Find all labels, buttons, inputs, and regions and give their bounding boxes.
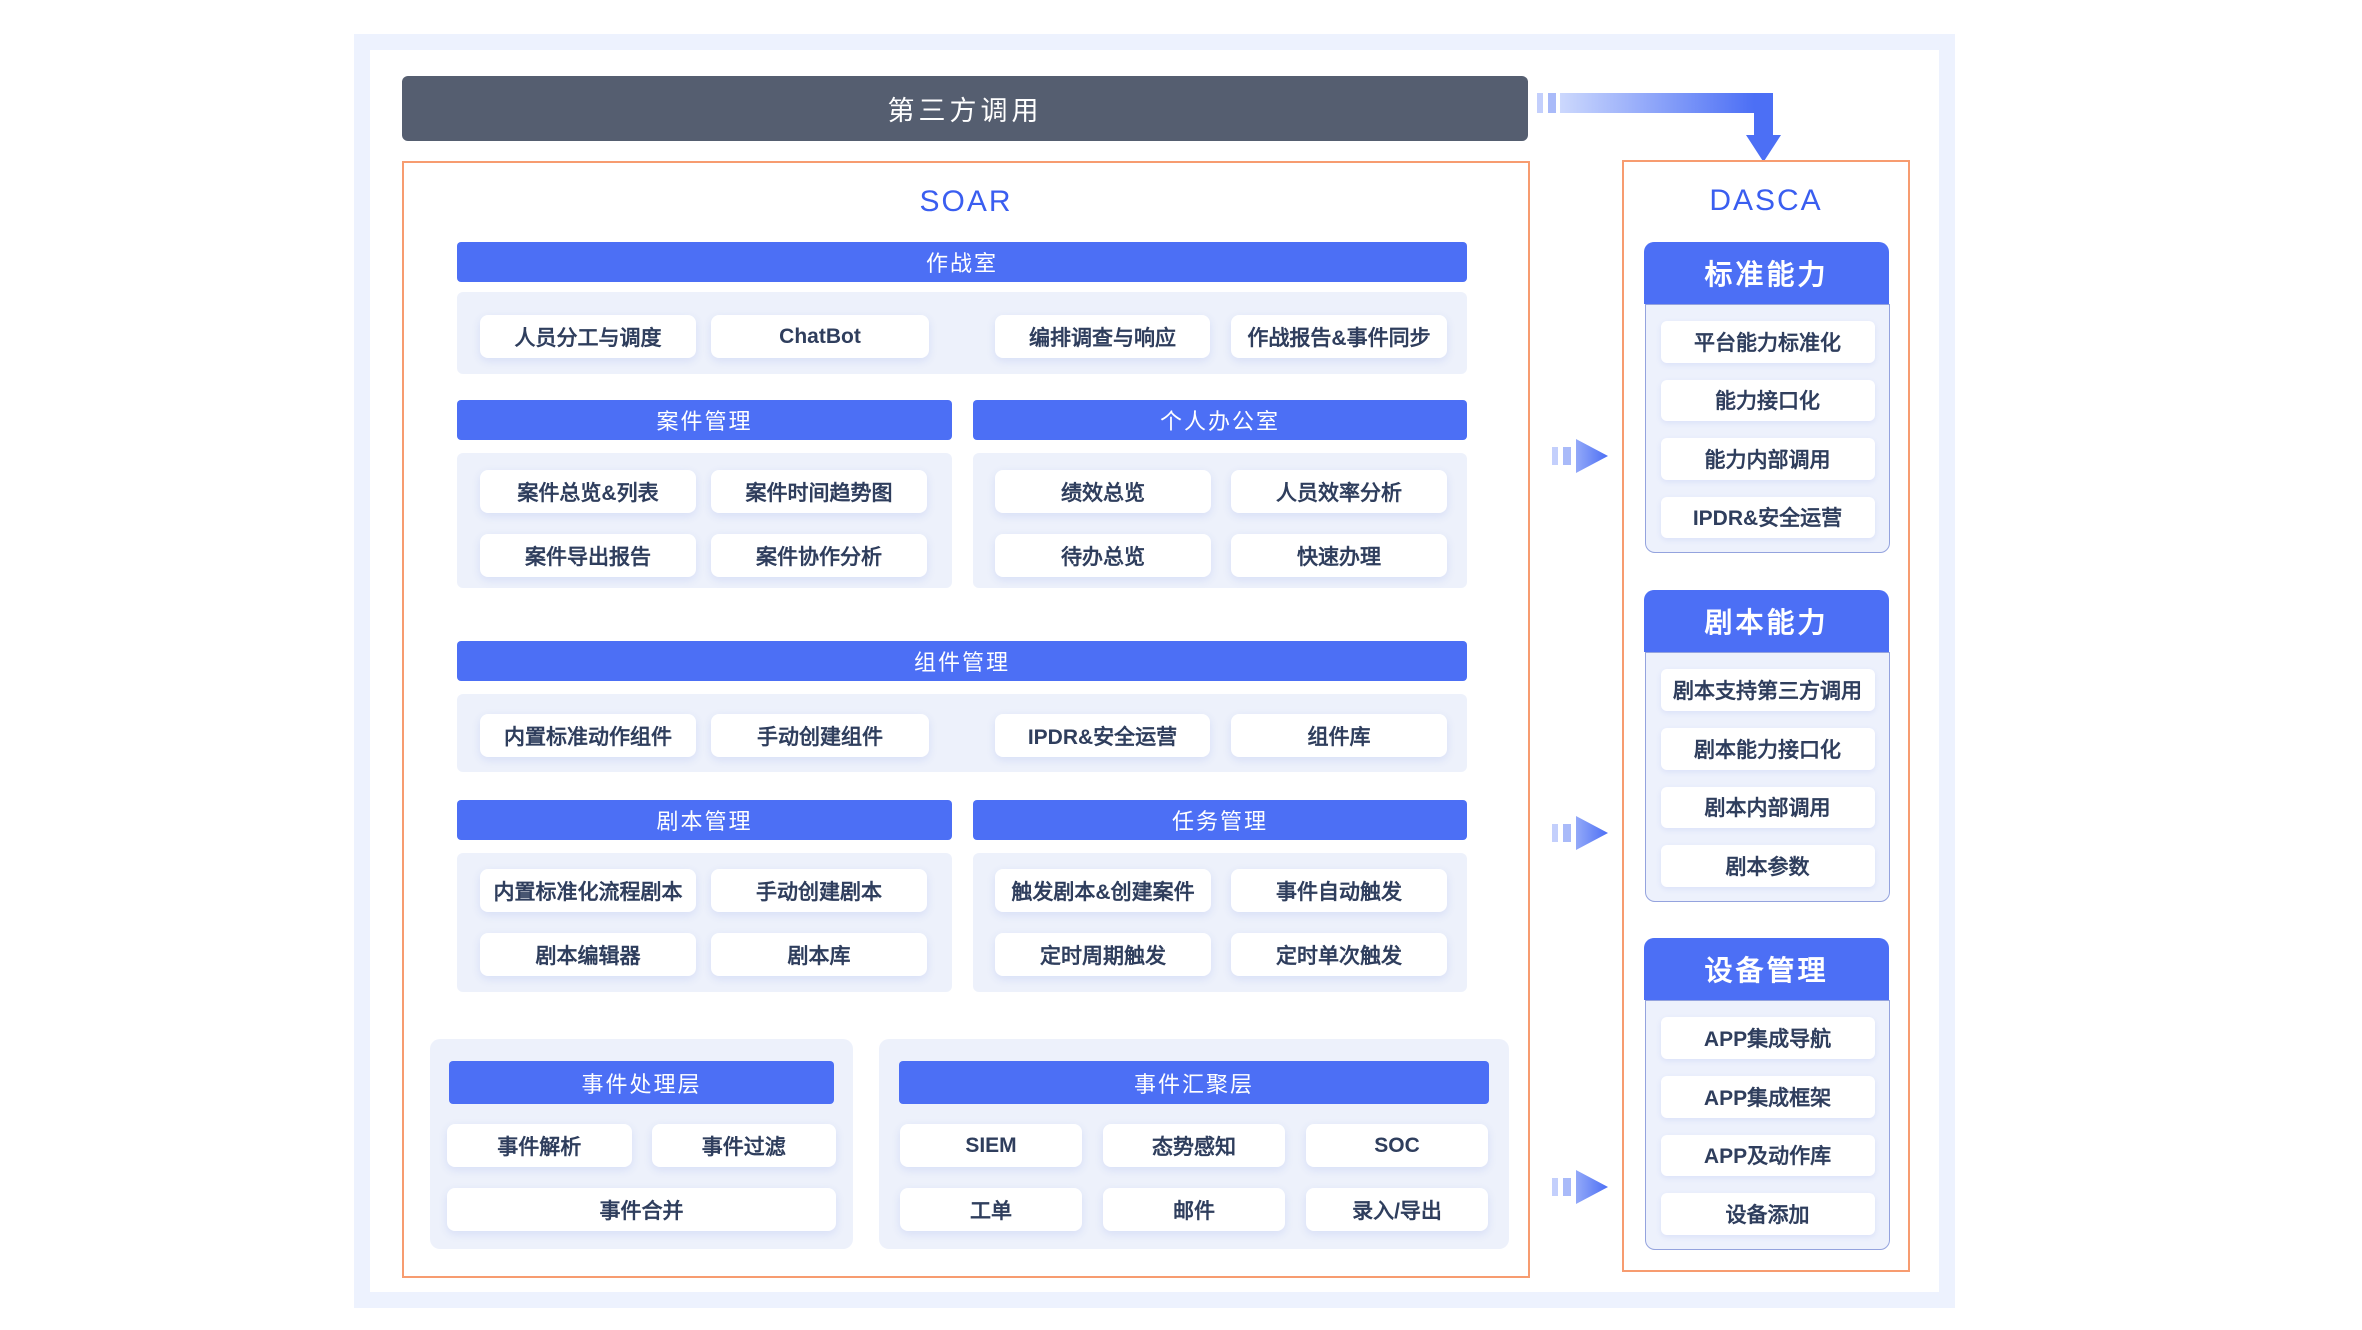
item-card: 组件库 xyxy=(1231,714,1447,757)
item-card: 人员分工与调度 xyxy=(480,315,696,358)
card-group: 内置标准动作组件 手动创建组件 xyxy=(480,714,929,772)
group-header-standard-capability: 标准能力 xyxy=(1644,242,1889,304)
item-card: 作战报告&事件同步 xyxy=(1231,315,1447,358)
dasca-box: DASCA 标准能力 平台能力标准化 能力接口化 能力内部调用 IPDR&安全运… xyxy=(1622,160,1910,1272)
item-card: APP及动作库 xyxy=(1660,1134,1875,1177)
section-panel-component-mgmt: 内置标准动作组件 手动创建组件 IPDR&安全运营 组件库 xyxy=(457,694,1467,772)
item-card: 手动创建剧本 xyxy=(711,869,927,912)
item-card: 录入/导出 xyxy=(1306,1188,1488,1231)
section-header-task-mgmt: 任务管理 xyxy=(973,800,1467,840)
card-group: 编排调查与响应 作战报告&事件同步 xyxy=(995,315,1447,374)
item-card: 剧本能力接口化 xyxy=(1660,727,1875,770)
item-card: IPDR&安全运营 xyxy=(995,714,1210,757)
card-group: 人员分工与调度 ChatBot xyxy=(480,315,929,374)
dasca-title: DASCA xyxy=(1709,184,1823,217)
third-party-call-bar: 第三方调用 xyxy=(402,76,1528,141)
item-card: SOC xyxy=(1306,1124,1488,1167)
item-card: 快速办理 xyxy=(1231,534,1447,577)
item-card: 事件自动触发 xyxy=(1231,869,1447,912)
group-panel-playbook-capability: 剧本支持第三方调用 剧本能力接口化 剧本内部调用 剧本参数 xyxy=(1645,652,1890,902)
soar-title: SOAR xyxy=(919,185,1013,218)
item-card: 剧本库 xyxy=(711,933,927,976)
section-header-playbook-mgmt: 剧本管理 xyxy=(457,800,952,840)
diagram-canvas: 第三方调用 xyxy=(370,50,1939,1292)
item-card: 剧本支持第三方调用 xyxy=(1660,669,1875,711)
item-card: SIEM xyxy=(900,1124,1082,1167)
item-card: 事件解析 xyxy=(447,1124,632,1167)
item-card: 触发剧本&创建案件 xyxy=(995,869,1211,912)
flow-arrow-right-icon xyxy=(1552,439,1608,473)
card-group: IPDR&安全运营 组件库 xyxy=(995,714,1447,772)
item-card: 手动创建组件 xyxy=(711,714,929,757)
item-card: 案件导出报告 xyxy=(480,534,696,577)
group-header-playbook-capability: 剧本能力 xyxy=(1644,590,1889,652)
item-card: 待办总览 xyxy=(995,534,1211,577)
item-card: 剧本内部调用 xyxy=(1660,786,1875,829)
flow-arrow-right-icon xyxy=(1552,816,1608,850)
item-card: 定时单次触发 xyxy=(1231,933,1447,976)
flow-arrow-right-icon xyxy=(1552,1170,1608,1204)
group-panel-device-mgmt: APP集成导航 APP集成框架 APP及动作库 设备添加 xyxy=(1645,1000,1890,1250)
item-card: 案件总览&列表 xyxy=(480,470,696,513)
section-panel-case-mgmt: 案件总览&列表 案件时间趋势图 案件导出报告 案件协作分析 xyxy=(457,453,952,588)
group-panel-standard-capability: 平台能力标准化 能力接口化 能力内部调用 IPDR&安全运营 xyxy=(1645,304,1890,553)
item-card: 能力接口化 xyxy=(1660,379,1875,421)
section-header-workroom: 作战室 xyxy=(457,242,1467,282)
item-card: 定时周期触发 xyxy=(995,933,1211,976)
section-panel-event-aggregation: 事件汇聚层 SIEM 态势感知 SOC 工单 邮件 录入/导出 xyxy=(879,1039,1509,1249)
item-card: 人员效率分析 xyxy=(1231,470,1447,513)
item-card: 设备添加 xyxy=(1660,1193,1875,1235)
item-card: IPDR&安全运营 xyxy=(1660,496,1875,538)
page-frame: 第三方调用 xyxy=(354,34,1955,1308)
item-card: 剧本参数 xyxy=(1660,845,1875,887)
item-card: 内置标准动作组件 xyxy=(480,714,696,757)
item-card: 平台能力标准化 xyxy=(1660,321,1875,363)
third-party-call-label: 第三方调用 xyxy=(887,96,1043,126)
item-card: ChatBot xyxy=(711,315,929,358)
section-panel-personal-office: 绩效总览 人员效率分析 待办总览 快速办理 xyxy=(973,453,1467,588)
section-panel-task-mgmt: 触发剧本&创建案件 事件自动触发 定时周期触发 定时单次触发 xyxy=(973,853,1467,992)
item-card: 剧本编辑器 xyxy=(480,933,696,976)
section-panel-playbook-mgmt: 内置标准化流程剧本 手动创建剧本 剧本编辑器 剧本库 xyxy=(457,853,952,992)
item-card: 案件时间趋势图 xyxy=(711,470,927,513)
soar-box: SOAR 作战室 人员分工与调度 ChatBot 编排调查与响应 作战报告&事件… xyxy=(402,161,1530,1278)
item-card: 事件合并 xyxy=(447,1188,836,1231)
item-card: 能力内部调用 xyxy=(1660,438,1875,480)
item-card: 案件协作分析 xyxy=(711,534,927,577)
item-card: 事件过滤 xyxy=(651,1124,836,1167)
item-card: 态势感知 xyxy=(1103,1124,1285,1167)
item-card: 绩效总览 xyxy=(995,470,1211,513)
item-card: 工单 xyxy=(900,1188,1082,1231)
item-card: APP集成框架 xyxy=(1660,1075,1875,1118)
item-card: 内置标准化流程剧本 xyxy=(480,869,696,912)
section-panel-event-processing: 事件处理层 事件解析 事件过滤 事件合并 xyxy=(430,1039,853,1249)
section-header-personal-office: 个人办公室 xyxy=(973,400,1467,440)
item-card: APP集成导航 xyxy=(1660,1017,1875,1059)
item-card: 编排调查与响应 xyxy=(995,315,1210,358)
section-header-case-mgmt: 案件管理 xyxy=(457,400,952,440)
item-card: 邮件 xyxy=(1103,1188,1285,1231)
section-header-event-aggregation: 事件汇聚层 xyxy=(899,1061,1489,1104)
flow-arrow-down-icon xyxy=(1537,93,1781,162)
group-header-device-mgmt: 设备管理 xyxy=(1644,938,1889,1000)
section-panel-workroom: 人员分工与调度 ChatBot 编排调查与响应 作战报告&事件同步 xyxy=(457,292,1467,374)
section-header-event-processing: 事件处理层 xyxy=(449,1061,834,1104)
section-header-component-mgmt: 组件管理 xyxy=(457,641,1467,681)
